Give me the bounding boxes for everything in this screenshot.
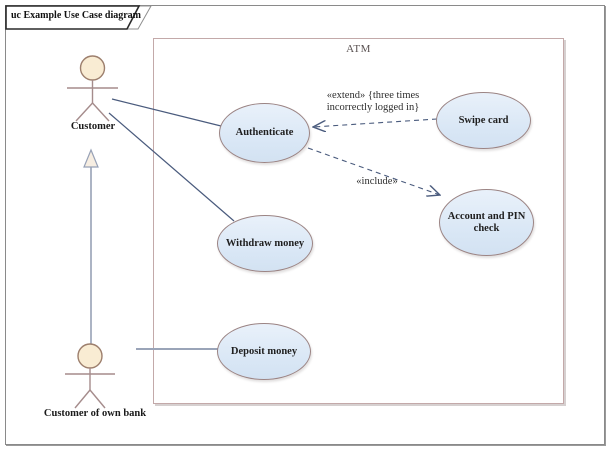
usecase-authenticate-label: Authenticate — [235, 127, 294, 138]
system-boundary-label: ATM — [346, 43, 371, 55]
actor-ownbank-left-leg — [74, 389, 91, 409]
usecase-swipe-card[interactable]: Swipe card — [436, 92, 531, 149]
extend-connector[interactable] — [313, 118, 438, 127]
actor-customer-label: Customer — [70, 121, 116, 132]
title-tab[interactable] — [5, 5, 141, 30]
association-customer-authenticate[interactable] — [111, 98, 222, 127]
usecase-account-pin-check[interactable]: Account and PIN check — [439, 189, 534, 256]
actor-ownbank-right-leg — [89, 389, 106, 409]
usecase-withdraw-money[interactable]: Withdraw money — [217, 215, 313, 272]
usecase-deposit-money-label: Deposit money — [230, 345, 298, 357]
association-customer-withdraw[interactable] — [108, 112, 235, 222]
actor-customer-of-own-bank[interactable] — [65, 343, 115, 409]
actor-customer-head — [79, 55, 106, 81]
actor-customer-right-leg — [91, 102, 110, 122]
title-tab-label: uc Example Use Case diagram — [11, 10, 141, 21]
extend-label-line2: incorrectly logged in} — [326, 102, 420, 113]
extend-label: «extend» {three times incorrectly logged… — [316, 90, 430, 114]
actor-customer-left-leg — [75, 102, 94, 122]
include-label: «include» — [356, 176, 398, 187]
actor-customer[interactable] — [67, 55, 118, 122]
usecase-withdraw-money-label: Withdraw money — [225, 237, 305, 249]
usecase-deposit-money[interactable]: Deposit money — [217, 323, 311, 380]
actor-ownbank-label: Customer of own bank — [43, 408, 147, 419]
usecase-swipe-card-label: Swipe card — [458, 114, 509, 126]
actor-ownbank-head — [77, 343, 103, 369]
usecase-account-pin-check-label: Account and PIN check — [447, 210, 526, 234]
generalization-arrowhead — [83, 148, 99, 168]
extend-label-line1: «extend» {three times — [326, 90, 420, 101]
diagram-frame — [5, 5, 605, 445]
usecase-authenticate[interactable]: Authenticate — [219, 103, 310, 163]
